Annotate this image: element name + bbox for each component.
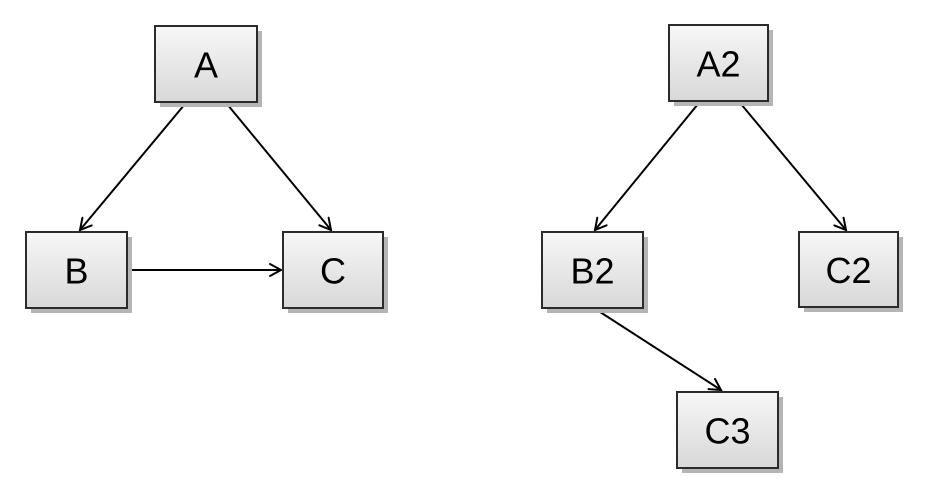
node-A2: A2	[668, 24, 773, 106]
node-box-C	[282, 231, 384, 309]
node-C: C	[282, 231, 388, 313]
edge-A-to-B	[78, 103, 186, 232]
edge-A-to-C	[226, 103, 333, 232]
node-B: B	[25, 231, 132, 313]
node-box-A	[154, 25, 258, 103]
node-B2: B2	[541, 231, 648, 313]
left-graph: A B C	[25, 25, 388, 313]
node-box-C3	[676, 391, 779, 469]
node-label-A2: A2	[696, 44, 740, 85]
edge-A2-to-C2	[740, 103, 848, 232]
node-label-C3: C3	[704, 411, 750, 452]
node-label-B: B	[64, 251, 88, 292]
node-box-B2	[541, 231, 644, 309]
node-label-C2: C2	[825, 250, 871, 291]
node-box-A2	[668, 24, 769, 102]
node-C2: C2	[798, 231, 903, 312]
edge-A2-to-B2	[593, 103, 699, 232]
node-box-C2	[798, 231, 899, 308]
node-C3: C3	[676, 391, 783, 473]
node-A: A	[154, 25, 262, 107]
node-label-A: A	[194, 45, 218, 86]
edge-B2-to-C3	[596, 309, 723, 392]
node-label-C: C	[320, 251, 346, 292]
node-label-B2: B2	[570, 251, 614, 292]
node-box-B	[25, 231, 128, 309]
